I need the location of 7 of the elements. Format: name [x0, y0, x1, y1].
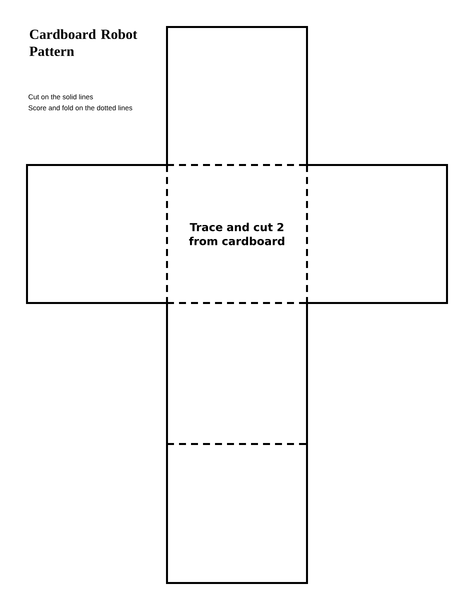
pattern-panel [166, 443, 308, 584]
title: Cardboard Robot Pattern [29, 29, 138, 56]
pattern-panel [26, 164, 168, 304]
pattern-panel [166, 26, 308, 166]
pattern-panel [166, 302, 308, 445]
pattern-panel [306, 164, 448, 304]
pattern-panel: Trace and cut 2 from cardboard [167, 165, 308, 304]
